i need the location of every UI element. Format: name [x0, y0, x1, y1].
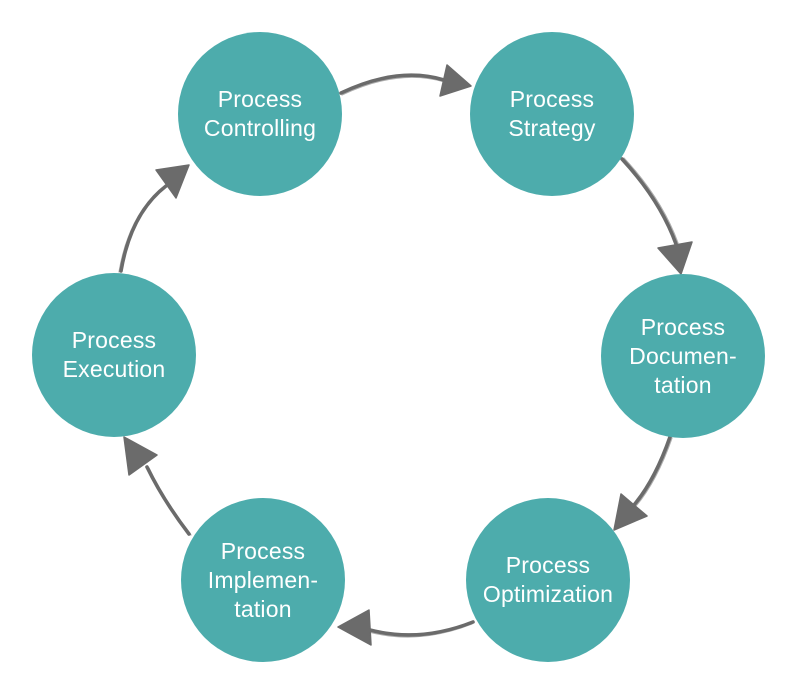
node-process-execution: Process Execution	[32, 273, 196, 437]
arrow-line	[632, 435, 672, 507]
arrow-execution-to-controlling	[118, 164, 190, 273]
node-label-line: Implemen-	[207, 566, 319, 593]
node-label-line: Optimization	[482, 581, 614, 607]
arrow-optimization-to-implementation	[337, 609, 475, 646]
arrow-line	[119, 184, 168, 273]
node-label: Process Execution	[63, 326, 166, 384]
arrowhead-icon	[657, 241, 693, 275]
node-label: Process Optimization	[483, 551, 613, 609]
arrow-line	[145, 465, 191, 536]
node-label: Process Implemen- tation	[208, 537, 318, 624]
node-label-line: tation	[234, 595, 292, 622]
node-process-strategy: Process Strategy	[470, 32, 634, 196]
arrow-sketch-line	[635, 437, 673, 507]
arrowhead-icon	[439, 64, 472, 97]
arrow-controlling-to-strategy	[339, 64, 472, 97]
arrow-documentation-to-optimization	[613, 435, 673, 531]
node-process-implementation: Process Implemen- tation	[181, 498, 345, 662]
arrow-line	[339, 73, 446, 95]
node-label-line: Process	[220, 537, 306, 564]
arrowhead-icon	[337, 609, 372, 646]
arrow-line	[368, 620, 475, 637]
arrow-strategy-to-documentation	[620, 157, 693, 275]
node-label: Process Documen- tation	[629, 313, 737, 400]
node-label-line: Documen-	[629, 342, 737, 369]
node-process-optimization: Process Optimization	[466, 498, 630, 662]
arrowhead-icon	[613, 493, 648, 531]
node-label-line: Process	[217, 86, 303, 112]
node-label-line: tation	[654, 371, 712, 398]
node-label-line: Execution	[62, 356, 166, 382]
arrow-line	[620, 157, 678, 246]
node-label-line: Process	[505, 552, 591, 578]
node-label-line: Process	[509, 86, 595, 112]
arrow-sketch-line	[623, 157, 679, 244]
arrowhead-icon	[123, 436, 158, 476]
node-label-line: Controlling	[203, 115, 317, 141]
node-process-documentation: Process Documen- tation	[601, 274, 765, 438]
arrow-implementation-to-execution	[123, 436, 192, 536]
node-label-line: Process	[640, 313, 726, 340]
node-label: Process Strategy	[508, 85, 595, 143]
arrow-sketch-line	[148, 467, 192, 536]
node-process-controlling: Process Controlling	[178, 32, 342, 196]
arrow-sketch-line	[118, 186, 165, 273]
arrow-sketch-line	[341, 76, 446, 96]
node-label-line: Process	[71, 327, 157, 353]
arrow-sketch-line	[368, 623, 473, 638]
node-label-line: Strategy	[508, 115, 596, 141]
node-label: Process Controlling	[204, 85, 316, 143]
arrowhead-icon	[155, 164, 190, 199]
